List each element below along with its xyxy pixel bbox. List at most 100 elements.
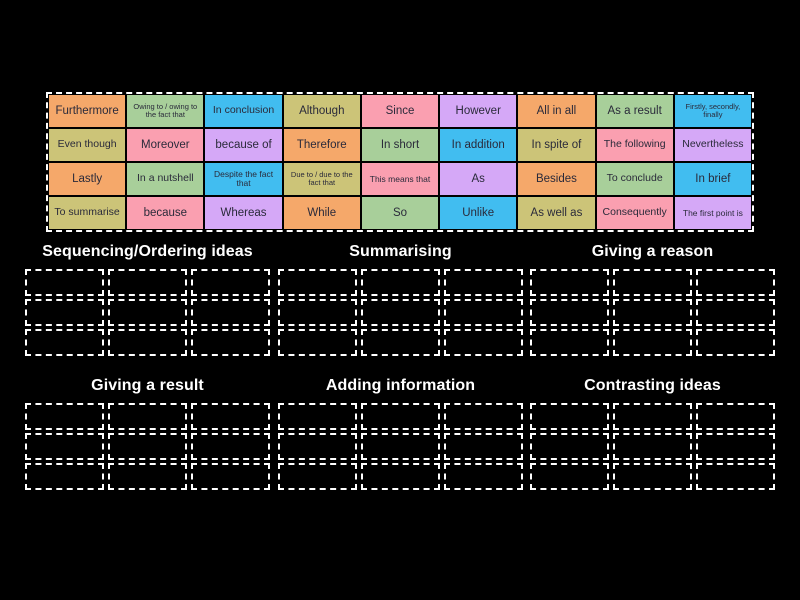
word-tile[interactable]: Moreover	[126, 128, 205, 162]
word-tile[interactable]: While	[282, 196, 361, 230]
dropzone-slot[interactable]	[444, 403, 523, 430]
word-tile[interactable]: So	[360, 196, 440, 230]
word-tile[interactable]: Owing to / owing to the fact that	[126, 94, 205, 128]
dropzone-slot[interactable]	[278, 299, 357, 326]
dropzone-slot[interactable]	[278, 329, 357, 356]
dropzone-slot[interactable]	[696, 463, 775, 490]
word-tile[interactable]: As	[439, 162, 518, 196]
dropzone-slot[interactable]	[530, 463, 609, 490]
word-tile[interactable]: Consequently	[595, 196, 674, 230]
dropzone-slot[interactable]	[108, 463, 187, 490]
category-section-contrasting-ideas: Contrasting ideas	[530, 377, 775, 490]
dropzone-grid	[530, 403, 775, 490]
word-tile[interactable]: Despite the fact that	[204, 162, 283, 196]
dropzone-grid	[278, 403, 523, 490]
dropzone-slot[interactable]	[25, 433, 104, 460]
word-tile[interactable]: As a result	[595, 94, 674, 128]
dropzone-slot[interactable]	[278, 403, 357, 430]
word-tile[interactable]: However	[439, 94, 518, 128]
word-tile[interactable]: As well as	[517, 196, 596, 230]
dropzone-slot[interactable]	[278, 269, 357, 296]
word-tile[interactable]: Besides	[517, 162, 596, 196]
dropzone-slot[interactable]	[25, 299, 104, 326]
word-tile[interactable]: To summarise	[48, 196, 127, 230]
word-tile[interactable]: The first point is	[673, 196, 752, 230]
word-tile[interactable]: Due to / due to the fact that	[282, 162, 361, 196]
dropzone-grid	[25, 403, 270, 490]
dropzone-slot[interactable]	[530, 433, 609, 460]
word-tile[interactable]: Whereas	[204, 196, 283, 230]
word-tile[interactable]: Even though	[48, 128, 127, 162]
dropzone-slot[interactable]	[444, 433, 523, 460]
dropzone-slot[interactable]	[696, 433, 775, 460]
dropzone-slot[interactable]	[278, 433, 357, 460]
dropzone-slot[interactable]	[191, 433, 270, 460]
dropzone-slot[interactable]	[696, 299, 775, 326]
word-tile[interactable]: In addition	[439, 128, 518, 162]
word-tile[interactable]: Although	[282, 94, 361, 128]
dropzone-slot[interactable]	[444, 329, 523, 356]
dropzone-slot[interactable]	[696, 269, 775, 296]
dropzone-grid	[278, 269, 523, 356]
dropzone-slot[interactable]	[613, 403, 692, 430]
dropzone-slot[interactable]	[530, 403, 609, 430]
word-tile[interactable]: This means that	[360, 162, 440, 196]
dropzone-slot[interactable]	[108, 433, 187, 460]
dropzone-slot[interactable]	[108, 269, 187, 296]
word-tile[interactable]: because	[126, 196, 205, 230]
dropzone-slot[interactable]	[191, 329, 270, 356]
category-section-adding-information: Adding information	[278, 377, 523, 490]
word-tile[interactable]: because of	[204, 128, 283, 162]
dropzone-slot[interactable]	[191, 463, 270, 490]
dropzone-slot[interactable]	[361, 433, 440, 460]
word-tile[interactable]: In conclusion	[204, 94, 283, 128]
dropzone-slot[interactable]	[25, 329, 104, 356]
word-tile[interactable]: Lastly	[48, 162, 127, 196]
word-tile[interactable]: Firstly, secondly, finally	[673, 94, 752, 128]
dropzone-slot[interactable]	[25, 463, 104, 490]
word-tile[interactable]: Furthermore	[48, 94, 127, 128]
dropzone-slot[interactable]	[191, 403, 270, 430]
dropzone-slot[interactable]	[108, 329, 187, 356]
dropzone-slot[interactable]	[191, 269, 270, 296]
dropzone-slot[interactable]	[191, 299, 270, 326]
dropzone-slot[interactable]	[613, 269, 692, 296]
dropzone-slot[interactable]	[278, 463, 357, 490]
dropzone-slot[interactable]	[530, 269, 609, 296]
dropzone-slot[interactable]	[361, 299, 440, 326]
dropzone-slot[interactable]	[444, 299, 523, 326]
dropzone-slot[interactable]	[613, 329, 692, 356]
dropzone-slot[interactable]	[444, 463, 523, 490]
word-tile[interactable]: In a nutshell	[126, 162, 205, 196]
word-tile[interactable]: In brief	[673, 162, 752, 196]
word-tile[interactable]: Therefore	[282, 128, 361, 162]
section-title: Giving a result	[91, 377, 204, 394]
dropzone-slot[interactable]	[108, 299, 187, 326]
dropzone-slot[interactable]	[696, 329, 775, 356]
word-tile[interactable]: Since	[360, 94, 440, 128]
dropzone-slot[interactable]	[25, 403, 104, 430]
word-tile[interactable]: To conclude	[595, 162, 674, 196]
dropzone-slot[interactable]	[530, 329, 609, 356]
word-tile[interactable]: In short	[360, 128, 440, 162]
word-tile[interactable]: The following	[595, 128, 674, 162]
dropzone-slot[interactable]	[613, 463, 692, 490]
word-tile[interactable]: In spite of	[517, 128, 596, 162]
dropzone-slot[interactable]	[108, 403, 187, 430]
dropzone-slot[interactable]	[361, 463, 440, 490]
category-section-sequencing-ordering-ideas: Sequencing/Ordering ideas	[25, 243, 270, 356]
dropzone-slot[interactable]	[361, 329, 440, 356]
dropzone-slot[interactable]	[444, 269, 523, 296]
dropzone-slot[interactable]	[613, 433, 692, 460]
word-tile[interactable]: Nevertheless	[673, 128, 752, 162]
dropzone-slot[interactable]	[696, 403, 775, 430]
dropzone-slot[interactable]	[361, 403, 440, 430]
dropzone-slot[interactable]	[530, 299, 609, 326]
word-tile[interactable]: Unlike	[439, 196, 518, 230]
dropzone-slot[interactable]	[25, 269, 104, 296]
dropzone-slot[interactable]	[613, 299, 692, 326]
section-title: Giving a reason	[591, 243, 714, 260]
dropzone-slot[interactable]	[361, 269, 440, 296]
word-tile[interactable]: All in all	[517, 94, 596, 128]
